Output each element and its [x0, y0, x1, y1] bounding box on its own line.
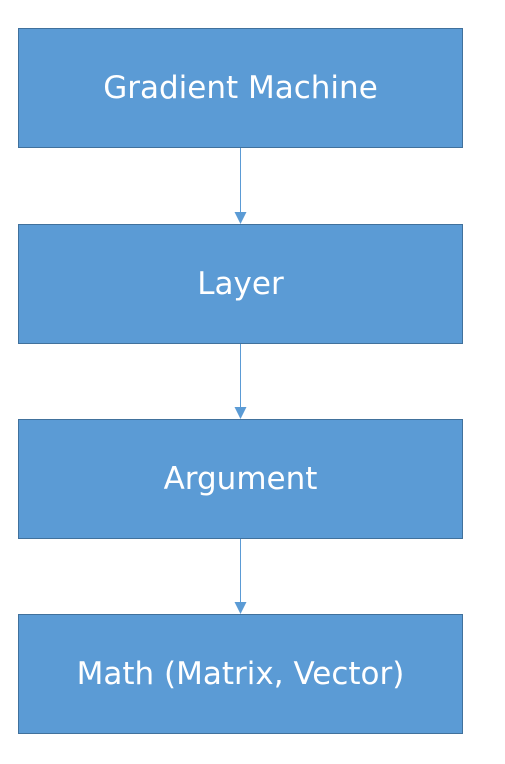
- node-gradient-machine: Gradient Machine: [18, 28, 463, 148]
- node-label: Math (Matrix, Vector): [76, 656, 405, 692]
- node-argument: Argument: [18, 419, 463, 539]
- node-label: Argument: [163, 461, 318, 497]
- node-label: Layer: [197, 266, 284, 302]
- arrow-gradient-machine-to-layer: [234, 148, 247, 224]
- node-label: Gradient Machine: [103, 70, 378, 106]
- node-layer: Layer: [18, 224, 463, 344]
- node-math: Math (Matrix, Vector): [18, 614, 463, 734]
- arrow-layer-to-argument: [234, 344, 247, 419]
- arrow-argument-to-math: [234, 539, 247, 614]
